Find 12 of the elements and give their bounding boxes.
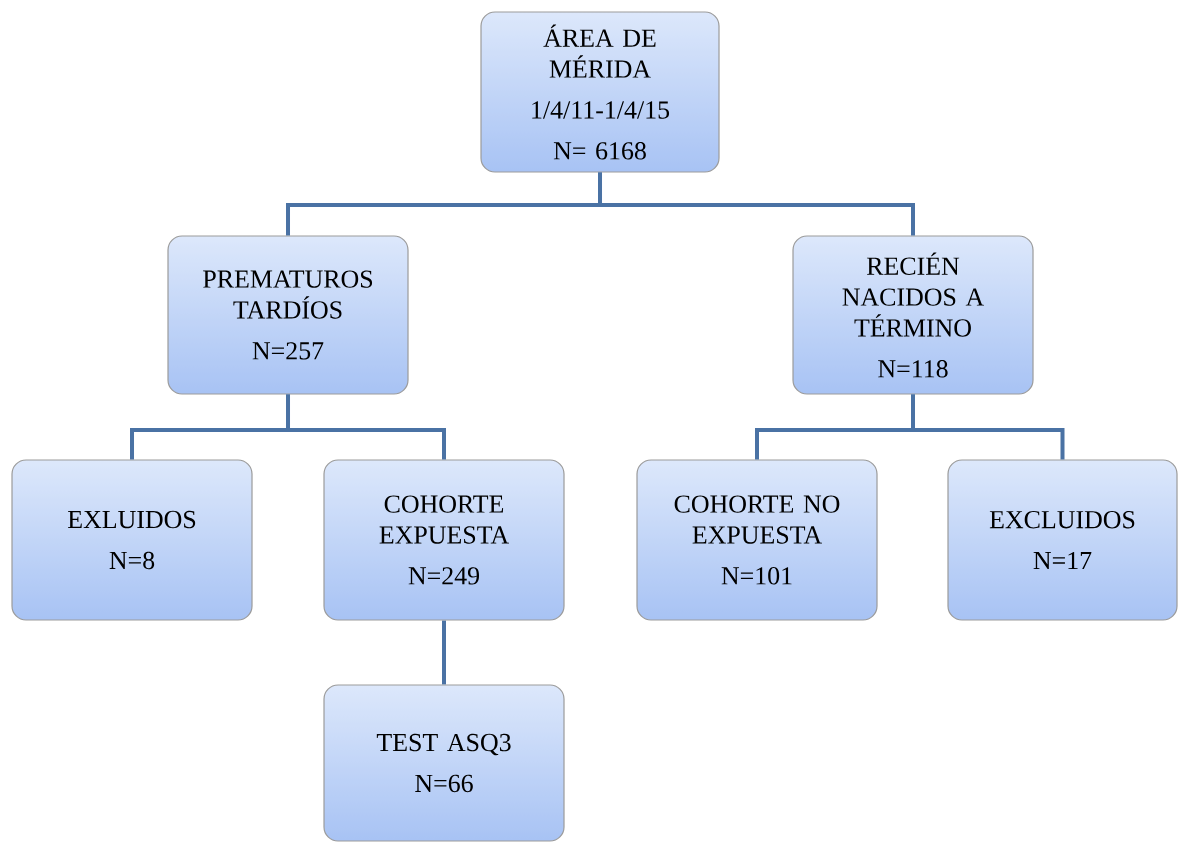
flow-box: TEST ASQ3 N=66 [323,684,565,842]
connector-line [598,172,915,236]
flow-box: RECIÉN NACIDOS A TÉRMINO N=118 [792,235,1034,395]
flow-box: COHORTE NO EXPUESTA N=101 [636,459,878,621]
connector-line [286,394,446,460]
connector-line [911,394,1065,460]
flow-box: PREMATUROS TARDÍOS N=257 [167,235,409,395]
flow-box: ÁREA DE MÉRIDA 1/4/11-1/4/15 N= 6168 [480,11,720,173]
flow-box: EXCLUIDOS N=17 [947,459,1178,621]
connector-line [442,620,446,685]
flow-box: EXLUIDOS N=8 [11,459,253,621]
flow-box: COHORTE EXPUESTA N=249 [323,459,565,621]
